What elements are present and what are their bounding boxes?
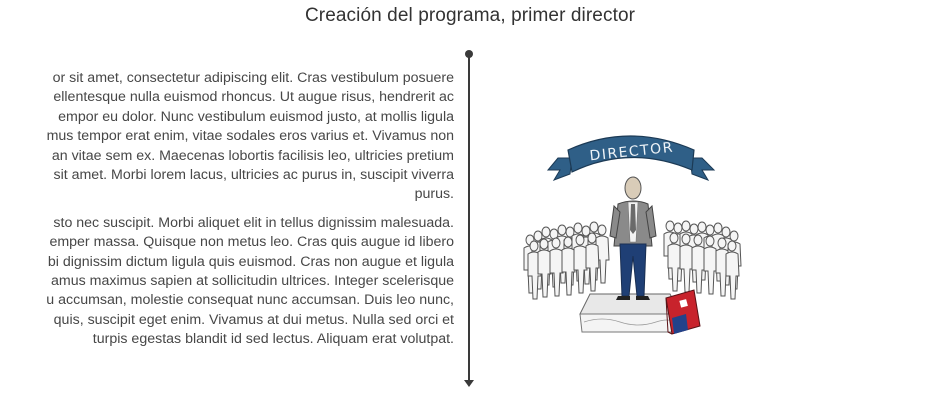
timeline-line bbox=[468, 56, 470, 382]
crowd-left bbox=[523, 221, 610, 300]
banner-right-tail bbox=[689, 157, 716, 181]
banner-left-tail bbox=[546, 157, 573, 181]
text-column: or sit amet, consectetur adipiscing elit… bbox=[0, 69, 454, 350]
director-head bbox=[624, 176, 642, 200]
crowd-right bbox=[663, 220, 742, 300]
director-banner: DIRECTOR bbox=[546, 135, 716, 181]
paragraph-1-line: ellentesque nulla euismod rhoncus. Ut au… bbox=[53, 89, 454, 106]
paragraph-1-line: an vitae sem ex. Maecenas lobortis facil… bbox=[51, 147, 454, 164]
page-title: Creación del programa, primer director bbox=[304, 5, 636, 26]
director-arm-left bbox=[609, 204, 621, 239]
timeline bbox=[464, 50, 474, 390]
paragraph-2: sto nec suscipit. Morbi aliquet elit in … bbox=[0, 214, 454, 350]
timeline-arrow-icon bbox=[464, 380, 474, 387]
paragraph-2-line: u accumsan, molestie consequat nunc accu… bbox=[46, 292, 454, 309]
paragraph-2-line: turpis egestas blandit id sed lectus. Al… bbox=[92, 331, 454, 348]
director-trousers bbox=[619, 243, 647, 297]
paragraph-2-line: quis, suscipit eget enim. Vivamus at dui… bbox=[53, 311, 454, 328]
director-tie bbox=[630, 204, 636, 234]
paragraph-1: or sit amet, consectetur adipiscing elit… bbox=[0, 69, 454, 205]
director-figure bbox=[609, 176, 657, 300]
timeline-start-dot bbox=[465, 50, 473, 58]
paragraph-1-line: or sit amet, consectetur adipiscing elit… bbox=[52, 70, 454, 86]
director-arm-right bbox=[645, 204, 657, 239]
paragraph-2-line: emper massa. Quisque non metus leo. Cras… bbox=[49, 234, 454, 251]
paragraph-2-line: sto nec suscipit. Morbi aliquet elit in … bbox=[53, 214, 454, 231]
paragraph-2-line: amus maximus sapien at sollicitudin ultr… bbox=[51, 273, 454, 290]
book bbox=[665, 289, 701, 335]
director-shoes bbox=[616, 296, 650, 300]
banner-body bbox=[567, 135, 695, 173]
director-illustration: DIRECTOR bbox=[523, 135, 742, 335]
paragraph-1-line: mus tempor erat enim, vitae sodales eros… bbox=[46, 128, 454, 145]
paragraph-1-line: empor eu dolor. Nunc vestibulum euismod … bbox=[58, 108, 454, 125]
paragraph-1-line: purus. bbox=[414, 186, 454, 203]
paragraph-1-line: sit amet. Morbi lorem lacus, ultricies a… bbox=[53, 167, 454, 184]
paragraph-2-line: bi dignissim dictum ligula quis euismod.… bbox=[47, 253, 454, 270]
